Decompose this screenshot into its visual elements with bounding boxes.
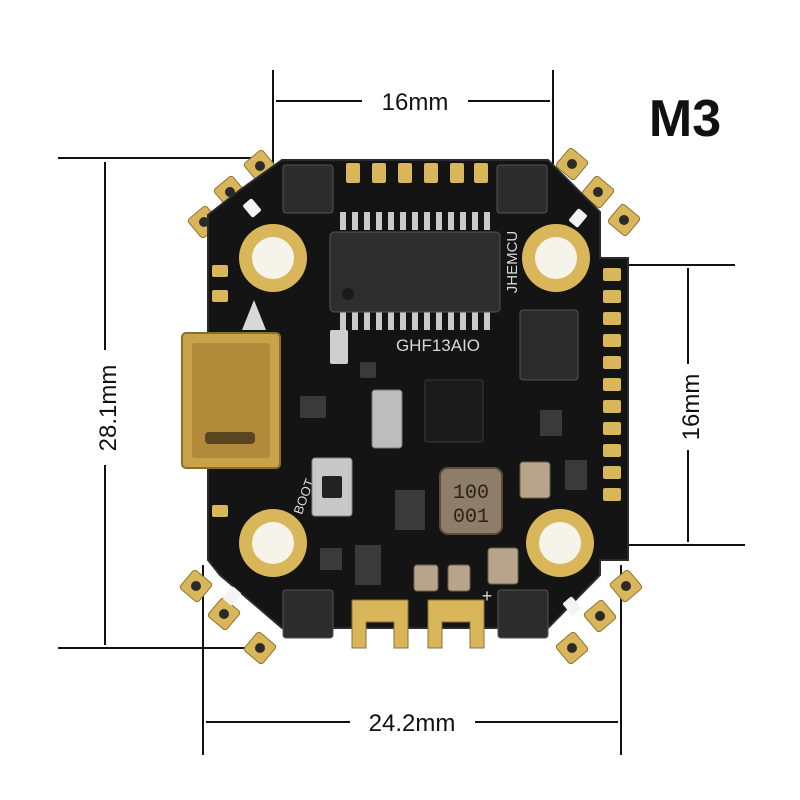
left-dimension-label: 28.1mm xyxy=(95,365,122,452)
leds xyxy=(223,198,587,616)
mcu-chip xyxy=(424,379,484,443)
inductor-code-top: 100 xyxy=(453,482,489,505)
plus-mark: + xyxy=(482,586,493,606)
top-dimension-label: 16mm xyxy=(382,89,449,116)
gyro-chip xyxy=(519,309,579,381)
boot-button xyxy=(311,457,353,517)
mosfets xyxy=(282,164,549,639)
right-pads xyxy=(603,268,621,501)
mounting-holes xyxy=(239,224,594,577)
orientation-arrow xyxy=(242,300,266,330)
small-components xyxy=(300,330,587,585)
crystal xyxy=(371,389,403,449)
bottom-dimension-label: 24.2mm xyxy=(369,710,456,737)
top-pads xyxy=(346,163,488,183)
flight-controller-board: GHF13AIO JHEMCU BOOT xyxy=(179,147,643,665)
inductor: 100 001 xyxy=(439,467,503,535)
board-maker-label: JHEMCU xyxy=(504,231,521,294)
battery-pads xyxy=(351,599,485,649)
screw-size-title: M3 xyxy=(649,90,721,148)
board-model-label: GHF13AIO xyxy=(396,336,480,355)
left-pads xyxy=(212,265,228,517)
capacitors xyxy=(413,461,551,592)
inductor-code-bottom: 001 xyxy=(453,506,489,529)
right-dimension-label: 16mm xyxy=(678,374,705,441)
esc-chip xyxy=(329,212,501,330)
corner-tab-holes xyxy=(191,159,631,653)
usb-connector xyxy=(181,332,281,469)
